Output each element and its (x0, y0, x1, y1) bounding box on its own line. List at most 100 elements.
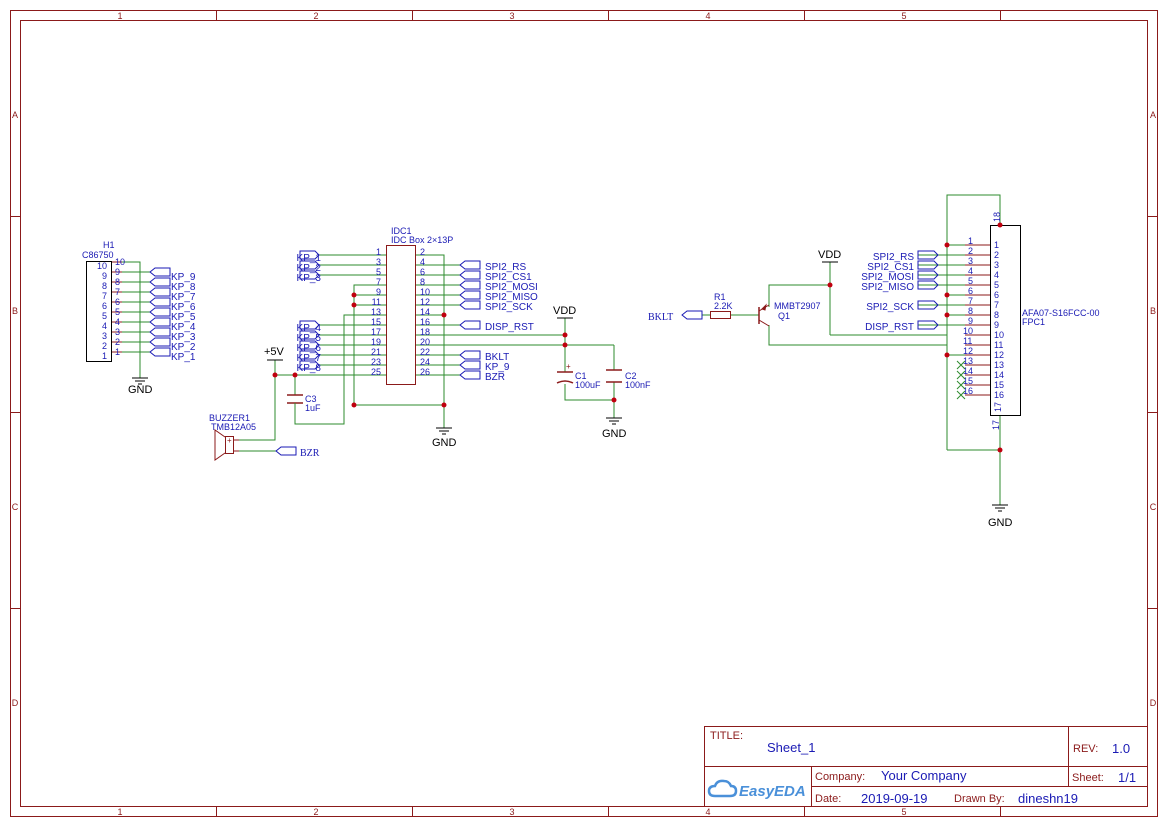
capacitor-c2: C2 100nF (606, 369, 651, 390)
h1-pin-name: 3 (115, 327, 120, 337)
row-label-right-a: A (1150, 110, 1156, 120)
row-label-right-b: B (1150, 306, 1156, 316)
junctions (272, 222, 1003, 453)
polarity-plus: + (566, 362, 571, 371)
capacitor-c1: + C1 100uF (556, 362, 601, 390)
net-label: KP_1 (171, 352, 196, 363)
net-label: SPI2_CS1 (867, 262, 914, 273)
power-symbols (132, 261, 1008, 512)
logo-text: EasyEDA (739, 783, 806, 800)
c1-ref: C1 (575, 371, 587, 381)
fpc-pin: 2 (968, 246, 973, 256)
fpc1-value: AFA07-S16FCC-00 (1022, 308, 1100, 318)
fpc-pin-17-name: 17 (993, 402, 1003, 412)
h1-header: H1 C86750 10 9 8 7 6 5 4 3 2 1 10 9 8 7 … (82, 240, 196, 363)
net-label: SPI2_MISO (861, 282, 914, 293)
gnd-label: GND (128, 384, 153, 396)
rev-label: REV: (1073, 743, 1098, 755)
idc1-pin: 5 (376, 267, 381, 277)
c2-value: 100nF (625, 380, 651, 390)
h1-ref: H1 (103, 240, 115, 250)
gnd-label: GND (602, 428, 627, 440)
h1-value: C86750 (82, 250, 114, 260)
row-label-right-c: C (1150, 502, 1157, 512)
company-name: Your Company (881, 768, 967, 783)
net-label: DISP_RST (865, 322, 914, 333)
col-label-bottom-5: 5 (901, 807, 906, 817)
col-label-bottom-4: 4 (705, 807, 710, 817)
date-label: Date: (815, 793, 841, 805)
q1-ref: Q1 (778, 311, 790, 321)
h1-pin-name: 6 (115, 297, 120, 307)
net-label: SPI2_RS (485, 262, 526, 273)
col-label-bottom-1: 1 (117, 807, 122, 817)
fpc-pin: 9 (968, 316, 973, 326)
company-label: Company: (815, 771, 865, 783)
net-label: KP_9 (485, 362, 510, 373)
col-label-bottom-2: 2 (313, 807, 318, 817)
fpc-pin: 6 (968, 286, 973, 296)
fpc-pin: 13 (963, 356, 973, 366)
fpc-pin-name: 13 (994, 360, 1004, 370)
net-label: KP_9 (171, 272, 196, 283)
net-label: KP_7 (171, 292, 196, 303)
no-connect-markers (956, 360, 966, 400)
q1-value: MMBT2907 (774, 301, 821, 311)
title-block: TITLE: REV: Company: Sheet: Date: Drawn … (704, 726, 1148, 807)
row-label-left-a: A (12, 110, 18, 120)
idc1-pin: 15 (371, 317, 381, 327)
idc1-pin: 13 (371, 307, 381, 317)
fpc-pin-name: 12 (994, 350, 1004, 360)
h1-pin-num: 5 (102, 311, 107, 321)
idc1-pin: 20 (420, 337, 430, 347)
sheet-title: Sheet_1 (767, 740, 815, 755)
idc1-ref: IDC1 (391, 226, 412, 236)
h1-pin-num: 6 (102, 301, 107, 311)
net-label: SPI2_SCK (485, 302, 533, 313)
vdd-label: VDD (553, 305, 576, 317)
h1-pin-num: 2 (102, 341, 107, 351)
idc1-pin: 26 (420, 367, 430, 377)
fpc-pin: 7 (968, 296, 973, 306)
resistor-r1: BKLT R1 2.2K (648, 292, 733, 323)
idc1-pin: 17 (371, 327, 381, 337)
h1-pin-name: 10 (115, 257, 125, 267)
c3-value: 1uF (305, 403, 321, 413)
h1-pin-num: 3 (102, 331, 107, 341)
fpc-pin-17: 17 (991, 420, 1001, 430)
h1-pin-num: 1 (102, 351, 107, 361)
net-label: KP_5 (297, 333, 322, 344)
net-label: KP_6 (171, 302, 196, 313)
h1-pin-num: 9 (102, 271, 107, 281)
fpc-pin: 16 (963, 386, 973, 396)
fpc-pin: 5 (968, 276, 973, 286)
row-label-right-d: D (1150, 698, 1157, 708)
fpc-pin: 15 (963, 376, 973, 386)
sheet-number: 1/1 (1118, 770, 1136, 785)
gnd-label: GND (988, 517, 1013, 529)
row-label-left-d: D (12, 698, 19, 708)
h1-pin-num: 7 (102, 291, 107, 301)
col-label-top-4: 4 (705, 11, 710, 21)
net-label: SPI2_MISO (485, 292, 538, 303)
col-label-top-2: 2 (313, 11, 318, 21)
net-label: DISP_RST (485, 322, 534, 333)
net-label: KP_5 (171, 312, 196, 323)
fpc-pin: 8 (968, 306, 973, 316)
r1-value: 2.2K (714, 301, 733, 311)
revision: 1.0 (1112, 741, 1130, 756)
net-label: KP_8 (171, 282, 196, 293)
idc1-pin: 4 (420, 257, 425, 267)
col-label-bottom-3: 3 (509, 807, 514, 817)
r1-ref: R1 (714, 292, 726, 302)
net-label: KP_4 (297, 323, 322, 334)
net-label: KP_3 (171, 332, 196, 343)
plus5v-label: +5V (264, 346, 285, 358)
transistor-q1: MMBT2907 Q1 (758, 301, 821, 327)
easyeda-logo: EasyEDA (707, 779, 806, 800)
fpc-pin-name: 15 (994, 380, 1004, 390)
idc1-pin: 9 (376, 287, 381, 297)
net-label: BKLT (485, 352, 509, 363)
idc1-pin: 25 (371, 367, 381, 377)
sheet-label: Sheet: (1072, 772, 1104, 784)
